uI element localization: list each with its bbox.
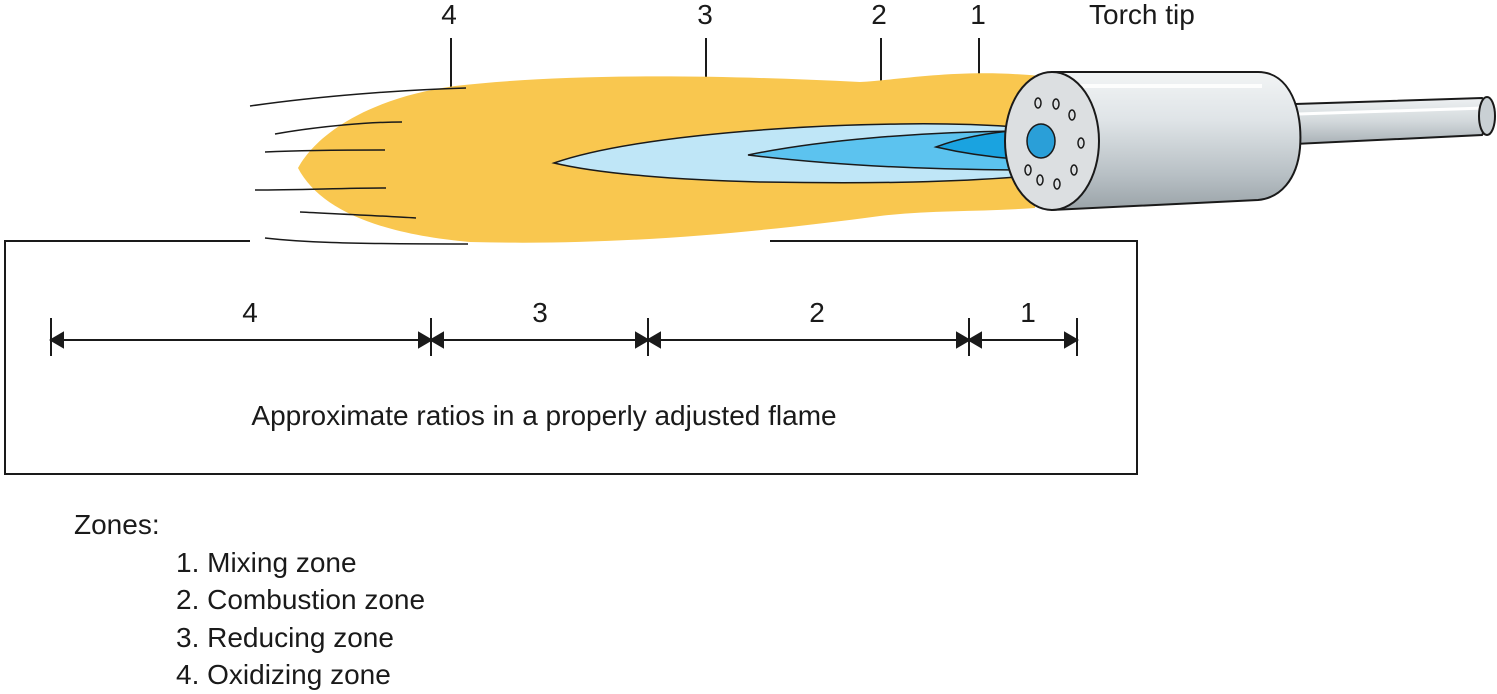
ratio-caption: Approximate ratios in a properly adjuste… [251, 400, 836, 431]
zones-list: 1. Mixing zone 2. Combustion zone 3. Red… [74, 544, 425, 694]
segment-label-1: 1 [1020, 297, 1036, 328]
segment-label-2: 2 [809, 297, 825, 328]
flame-label-4: 4 [441, 0, 457, 30]
zones-legend: Zones: 1. Mixing zone 2. Combustion zone… [74, 506, 425, 694]
zone-item-combustion: 2. Combustion zone [176, 584, 426, 615]
zones-heading: Zones: [74, 509, 160, 540]
torch-tip-label: Torch tip [1089, 0, 1195, 30]
zone-item-reducing: 3. Reducing zone [176, 621, 394, 653]
flame-label-2: 2 [871, 0, 887, 30]
flame-label-3: 3 [697, 0, 713, 30]
dimension-line [49, 318, 1079, 356]
flame-label-1: 1 [970, 0, 986, 30]
ratio-box [4, 240, 1138, 475]
torch-tip [1004, 71, 1302, 212]
segment-label-3: 3 [532, 297, 548, 328]
torch-tube [1294, 96, 1496, 146]
zone-item-oxidizing: 4. Oxidizing zone [176, 659, 391, 690]
zone-item-mixing: 1. Mixing zone [176, 546, 357, 578]
segment-label-4: 4 [242, 297, 258, 328]
flame-streaks [249, 87, 469, 245]
